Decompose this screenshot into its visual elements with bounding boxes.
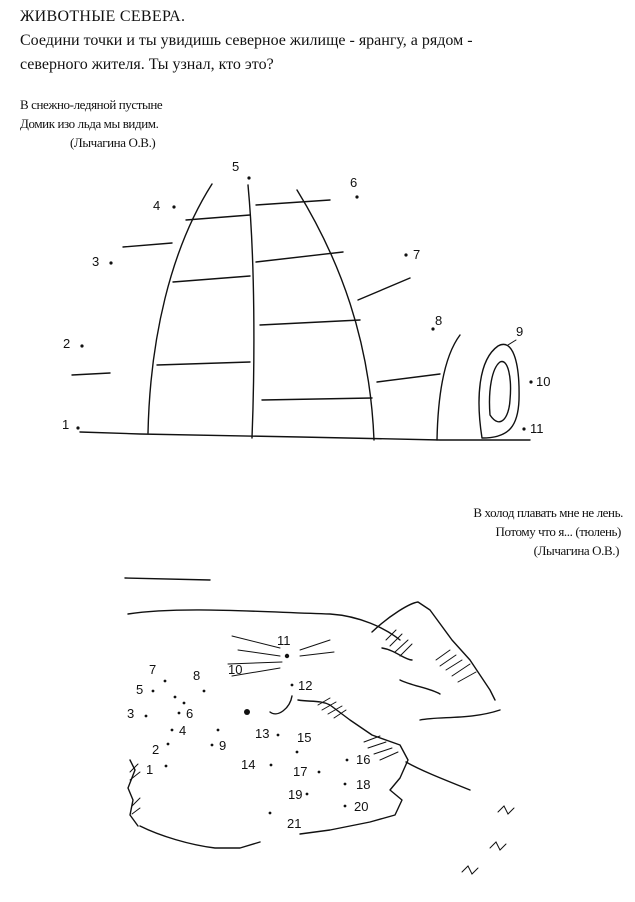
seal-point-11: 11 [277,633,291,648]
seal-point-17: 17 [293,764,307,779]
poem-seal-author: (Лычагина О.В.) [533,543,620,558]
seal-point-9: 9 [219,738,226,753]
poem-igloo-line-1: В снежно-ледяной пустыне [20,97,163,112]
igloo-point-3: 3 [92,254,99,269]
seal-point-21: 21 [287,816,301,831]
igloo-point-8: 8 [435,313,442,328]
seal-point-12: 12 [298,678,312,693]
igloo-number-labels: 1 2 3 4 5 6 7 8 9 10 11 [62,159,550,436]
seal-dots [144,653,349,815]
seal-point-8: 8 [193,668,200,683]
seal-number-labels: 1 2 3 4 5 6 7 8 9 10 11 12 13 14 15 16 1… [127,633,370,831]
seal-point-7: 7 [149,662,156,677]
poem-igloo-author: (Лычагина О.В.) [70,135,156,150]
seal-point-6: 6 [186,706,193,721]
igloo-point-4: 4 [153,198,160,213]
igloo-point-10: 10 [536,374,550,389]
igloo-point-9: 9 [516,324,523,339]
igloo-point-11: 11 [530,421,544,436]
seal-point-2: 2 [152,742,159,757]
worksheet-title: ЖИВОТНЫЕ СЕВЕРА. [20,8,186,25]
seal-point-1: 1 [146,762,153,777]
seal-point-10: 10 [228,662,242,677]
seal-scene-lines [124,577,515,875]
seal-point-19: 19 [288,787,302,802]
instruction-line-1: Соедини точки и ты увидишь северное жили… [20,32,473,49]
igloo-lines [71,183,531,441]
igloo-dots [76,176,533,431]
igloo-point-1: 1 [62,417,69,432]
seal-point-20: 20 [354,799,368,814]
igloo-point-2: 2 [63,336,70,351]
poem-seal-line-1: В холод плавать мне не лень. [473,505,623,520]
poem-seal-line-2: Потому что я... (тюлень) [495,524,621,539]
igloo-point-6: 6 [350,175,357,190]
seal-point-18: 18 [356,777,370,792]
igloo-point-5: 5 [232,159,239,174]
seal-point-16: 16 [356,752,370,767]
seal-point-13: 13 [255,726,269,741]
seal-point-3: 3 [127,706,134,721]
seal-point-14: 14 [241,757,255,772]
igloo-point-7: 7 [413,247,420,262]
poem-igloo-line-2: Домик изо льда мы видим. [20,116,159,131]
seal-point-15: 15 [297,730,311,745]
seal-point-4: 4 [179,723,186,738]
seal-point-5: 5 [136,682,143,697]
instruction-line-2: северного жителя. Ты узнал, кто это? [20,56,274,73]
